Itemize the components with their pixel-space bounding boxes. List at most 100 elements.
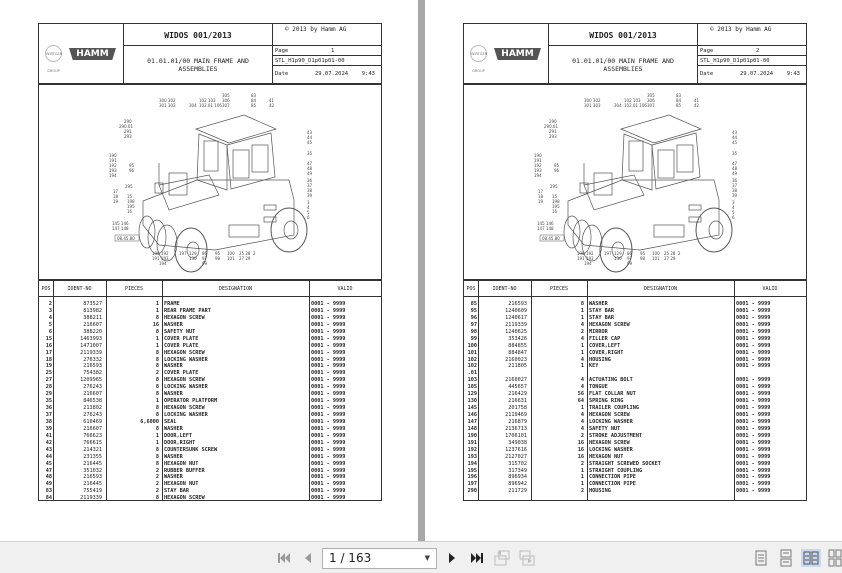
cell-pos: 83 bbox=[45, 488, 52, 495]
cell-valid: 0001 - 9999 bbox=[311, 356, 346, 363]
svg-text:290.01: 290.01 bbox=[119, 124, 133, 129]
cell-designation: COUNTERSUNK SCREW bbox=[164, 446, 218, 453]
view-two-page-button[interactable] bbox=[801, 549, 821, 567]
cell-pos: 6 bbox=[48, 328, 52, 335]
rotate-forward-button[interactable] bbox=[519, 550, 535, 566]
cell-pieces: 1 bbox=[155, 301, 159, 307]
view-single-page-button[interactable] bbox=[751, 549, 771, 567]
svg-text:306: 306 bbox=[647, 98, 655, 103]
svg-text:191 193: 191 193 bbox=[152, 256, 169, 261]
svg-text:37: 37 bbox=[307, 183, 313, 188]
cell-designation: STRAIGHT COUPLING bbox=[589, 467, 643, 474]
cell-valid: 0001 - 9999 bbox=[736, 481, 771, 488]
cell-valid: 0001 - 9999 bbox=[311, 301, 346, 307]
svg-text:195: 195 bbox=[552, 204, 560, 209]
next-page-button[interactable] bbox=[444, 550, 460, 566]
cell-designation: HEXAGON SCREW bbox=[164, 349, 205, 356]
cell-valid: 0001 - 9999 bbox=[311, 349, 346, 356]
svg-text:95: 95 bbox=[554, 163, 560, 168]
svg-text:45: 45 bbox=[732, 140, 738, 145]
cell-pos: 36 bbox=[45, 405, 52, 412]
two-page-continuous-icon bbox=[828, 549, 842, 567]
cell-designation: COVER,RIGHT bbox=[589, 349, 624, 356]
svg-text:38: 38 bbox=[732, 188, 738, 193]
sheet-header: WIRTGEN GROUP HAMM WIDOS 001/2013 © 2013… bbox=[38, 23, 382, 85]
view-two-page-continuous-button[interactable] bbox=[826, 549, 842, 567]
first-page-button[interactable] bbox=[276, 550, 292, 566]
cell-designation: SAFETY NUT bbox=[589, 425, 621, 432]
cell-ident-no: 216607 bbox=[83, 321, 102, 328]
cell-pos: 196 bbox=[467, 474, 477, 481]
doc-code-row: STL_H1p90_D1p01p01-00 bbox=[698, 56, 806, 66]
cell-designation: COVER PLATE bbox=[164, 342, 199, 349]
cell-designation: STRAIGHT SCREWED SOCKET bbox=[589, 460, 661, 467]
last-page-button[interactable] bbox=[469, 550, 485, 566]
svg-text:19: 19 bbox=[113, 199, 119, 204]
col-pieces: PIECES bbox=[549, 286, 569, 292]
cell-ident-no: 216445 bbox=[83, 481, 102, 488]
svg-text:6: 6 bbox=[732, 215, 735, 220]
rotate-back-button[interactable] bbox=[494, 550, 510, 566]
cell-pos: 190 bbox=[467, 432, 477, 439]
svg-text:147 148: 147 148 bbox=[537, 226, 554, 231]
cell-designation: FRAME bbox=[164, 301, 180, 307]
cell-pos: 45 bbox=[45, 460, 52, 467]
cell-ident-no: 315702 bbox=[508, 460, 527, 467]
cell-pieces: 8 bbox=[155, 425, 159, 432]
svg-text:102 103: 102 103 bbox=[624, 98, 641, 103]
cell-pieces: 1 bbox=[580, 307, 584, 314]
svg-text:18: 18 bbox=[538, 194, 544, 199]
svg-text:44: 44 bbox=[307, 135, 313, 140]
svg-text:4: 4 bbox=[307, 205, 310, 210]
prev-page-button[interactable] bbox=[300, 550, 316, 566]
svg-text:301 303: 301 303 bbox=[159, 103, 176, 108]
cell-pieces: 8 bbox=[155, 314, 159, 321]
cell-pos: 19 bbox=[45, 363, 52, 370]
next-page-icon bbox=[449, 553, 455, 563]
date-value: 29.07.2024 bbox=[315, 71, 349, 77]
cell-ident-no: 216593 bbox=[83, 474, 102, 481]
cell-valid: 0001 - 9999 bbox=[736, 398, 771, 405]
parts-sheet: WIRTGEN GROUP HAMM WIDOS 001/2013 © 2013… bbox=[38, 23, 382, 501]
svg-text:35: 35 bbox=[307, 151, 313, 156]
cell-designation: SPRING RING bbox=[589, 398, 624, 405]
svg-text:15: 15 bbox=[127, 194, 133, 199]
svg-text:47: 47 bbox=[732, 161, 738, 166]
cell-pos: 84 bbox=[45, 495, 52, 502]
svg-text:100: 100 bbox=[227, 251, 235, 256]
cell-pieces: 1 bbox=[580, 481, 584, 488]
cell-designation: COVER,LEFT bbox=[589, 342, 621, 349]
section-title-line2: ASSEMBLIES bbox=[603, 65, 643, 73]
svg-text:145 146: 145 146 bbox=[112, 221, 129, 226]
cell-valid: 0001 - 9999 bbox=[311, 314, 346, 321]
view-continuous-button[interactable] bbox=[776, 549, 796, 567]
cell-designation: KEY bbox=[589, 363, 599, 370]
svg-text:27 29: 27 29 bbox=[239, 256, 251, 261]
svg-text:43: 43 bbox=[732, 130, 738, 135]
chevron-down-icon[interactable]: ▼ bbox=[424, 554, 430, 562]
svg-text:16: 16 bbox=[552, 209, 558, 214]
svg-text:191: 191 bbox=[534, 158, 542, 163]
cell-designation: STAY BAR bbox=[589, 307, 614, 314]
document-viewer[interactable]: WIRTGEN GROUP HAMM WIDOS 001/2013 © 2013… bbox=[0, 0, 842, 541]
cell-pieces: 1 bbox=[580, 474, 584, 481]
page-number-input[interactable]: 1 / 163 ▼ bbox=[322, 548, 437, 569]
cell-pieces: 1 bbox=[155, 342, 159, 349]
cell-pos: 28 bbox=[45, 384, 52, 391]
cell-pos: 96 bbox=[470, 314, 477, 321]
meta-cell: Page 1 STL_H1p90_D1p01p01-00 Date 29.07.… bbox=[272, 46, 381, 84]
cell-designation: DOOR,LEFT bbox=[164, 432, 193, 439]
copyright: © 2013 by Hamm AG bbox=[697, 24, 806, 46]
svg-text:192: 192 bbox=[534, 163, 542, 168]
doc-title: WIDOS 001/2013 bbox=[124, 24, 272, 46]
svg-text:301 303: 301 303 bbox=[584, 103, 601, 108]
